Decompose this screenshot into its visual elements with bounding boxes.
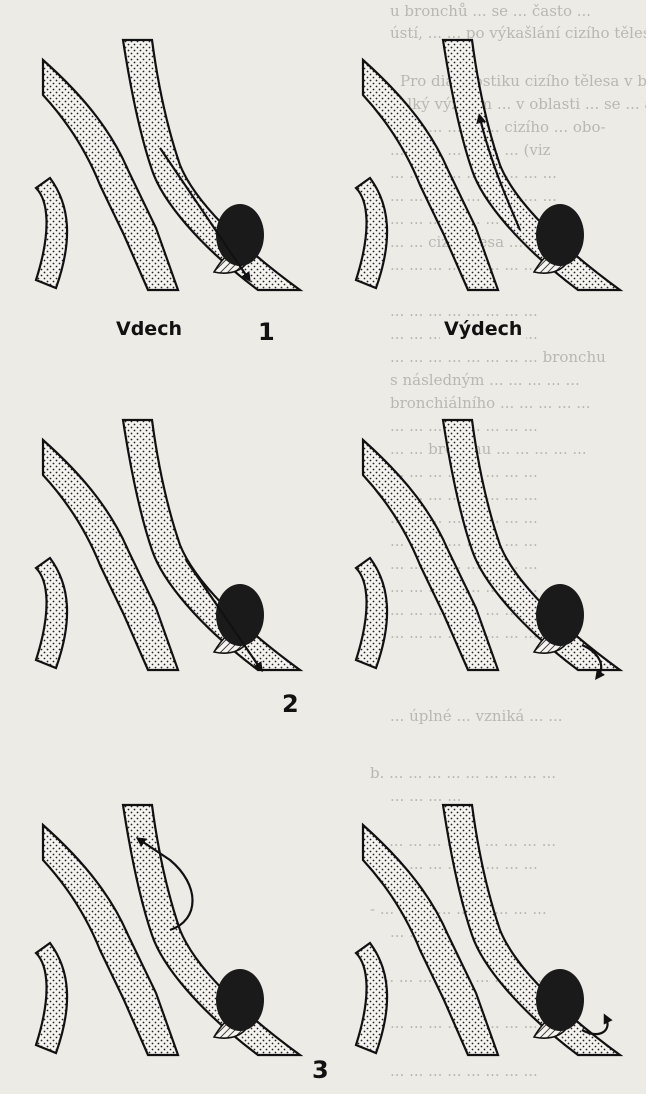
expiration-label: Výdech	[440, 318, 526, 340]
panel-1-inspiration	[36, 40, 300, 290]
panel-number: 1	[254, 318, 279, 346]
panel-1-expiration	[356, 40, 620, 290]
panel-2-expiration	[356, 420, 620, 676]
panel-3-expiration	[356, 805, 620, 1055]
inspiration-label: Vdech	[112, 318, 186, 340]
panel-2-inspiration	[36, 420, 300, 670]
panel-3-inspiration	[36, 805, 300, 1055]
panel-number: 2	[278, 690, 303, 718]
panel-number: 3	[308, 1056, 333, 1084]
